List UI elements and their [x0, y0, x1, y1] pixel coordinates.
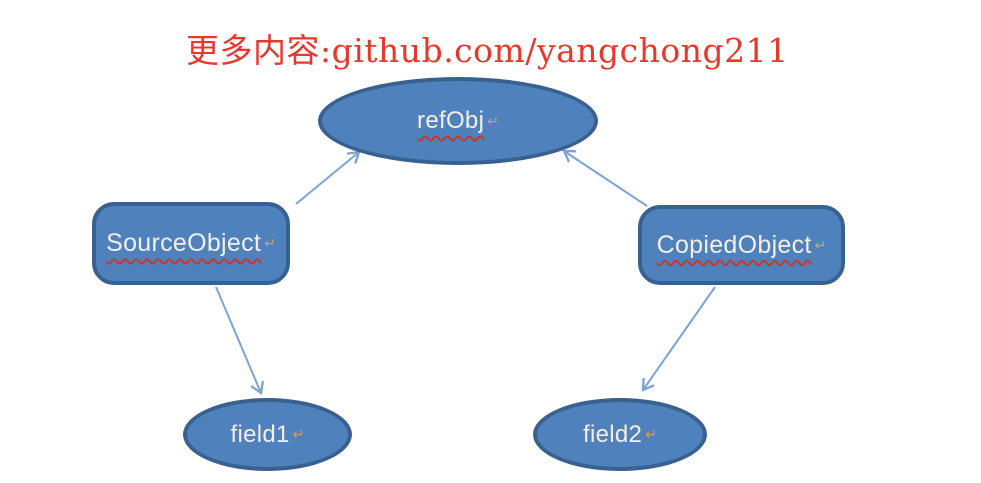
- header-text: 更多内容:github.com/yangchong211: [186, 31, 789, 70]
- return-mark-icon: ↵: [264, 235, 276, 251]
- node-field1-label: field1: [230, 420, 290, 448]
- return-mark-icon: ↵: [645, 426, 657, 442]
- node-field2-label: field2: [583, 420, 643, 448]
- node-field1: field1 ↵: [183, 398, 352, 471]
- edge-copiedobject-to-field2: [641, 286, 716, 392]
- node-sourceobject-label: SourceObject: [106, 229, 262, 257]
- edge-sourceobject-to-refobj: [295, 150, 361, 205]
- node-refobj: refObj ↵: [318, 77, 598, 165]
- node-sourceobject: SourceObject ↵: [92, 202, 290, 285]
- return-mark-icon: ↵: [487, 112, 499, 129]
- node-refobj-label: refObj: [417, 107, 485, 134]
- edge-copiedobject-to-refobj: [562, 149, 648, 207]
- node-copiedobject: CopiedObject ↵: [638, 205, 845, 285]
- return-mark-icon: ↵: [292, 426, 305, 442]
- node-field2: field2 ↵: [533, 398, 707, 471]
- return-mark-icon: ↵: [814, 236, 827, 253]
- node-copiedobject-label: CopiedObject: [656, 230, 812, 259]
- edge-sourceobject-to-field1: [215, 286, 265, 396]
